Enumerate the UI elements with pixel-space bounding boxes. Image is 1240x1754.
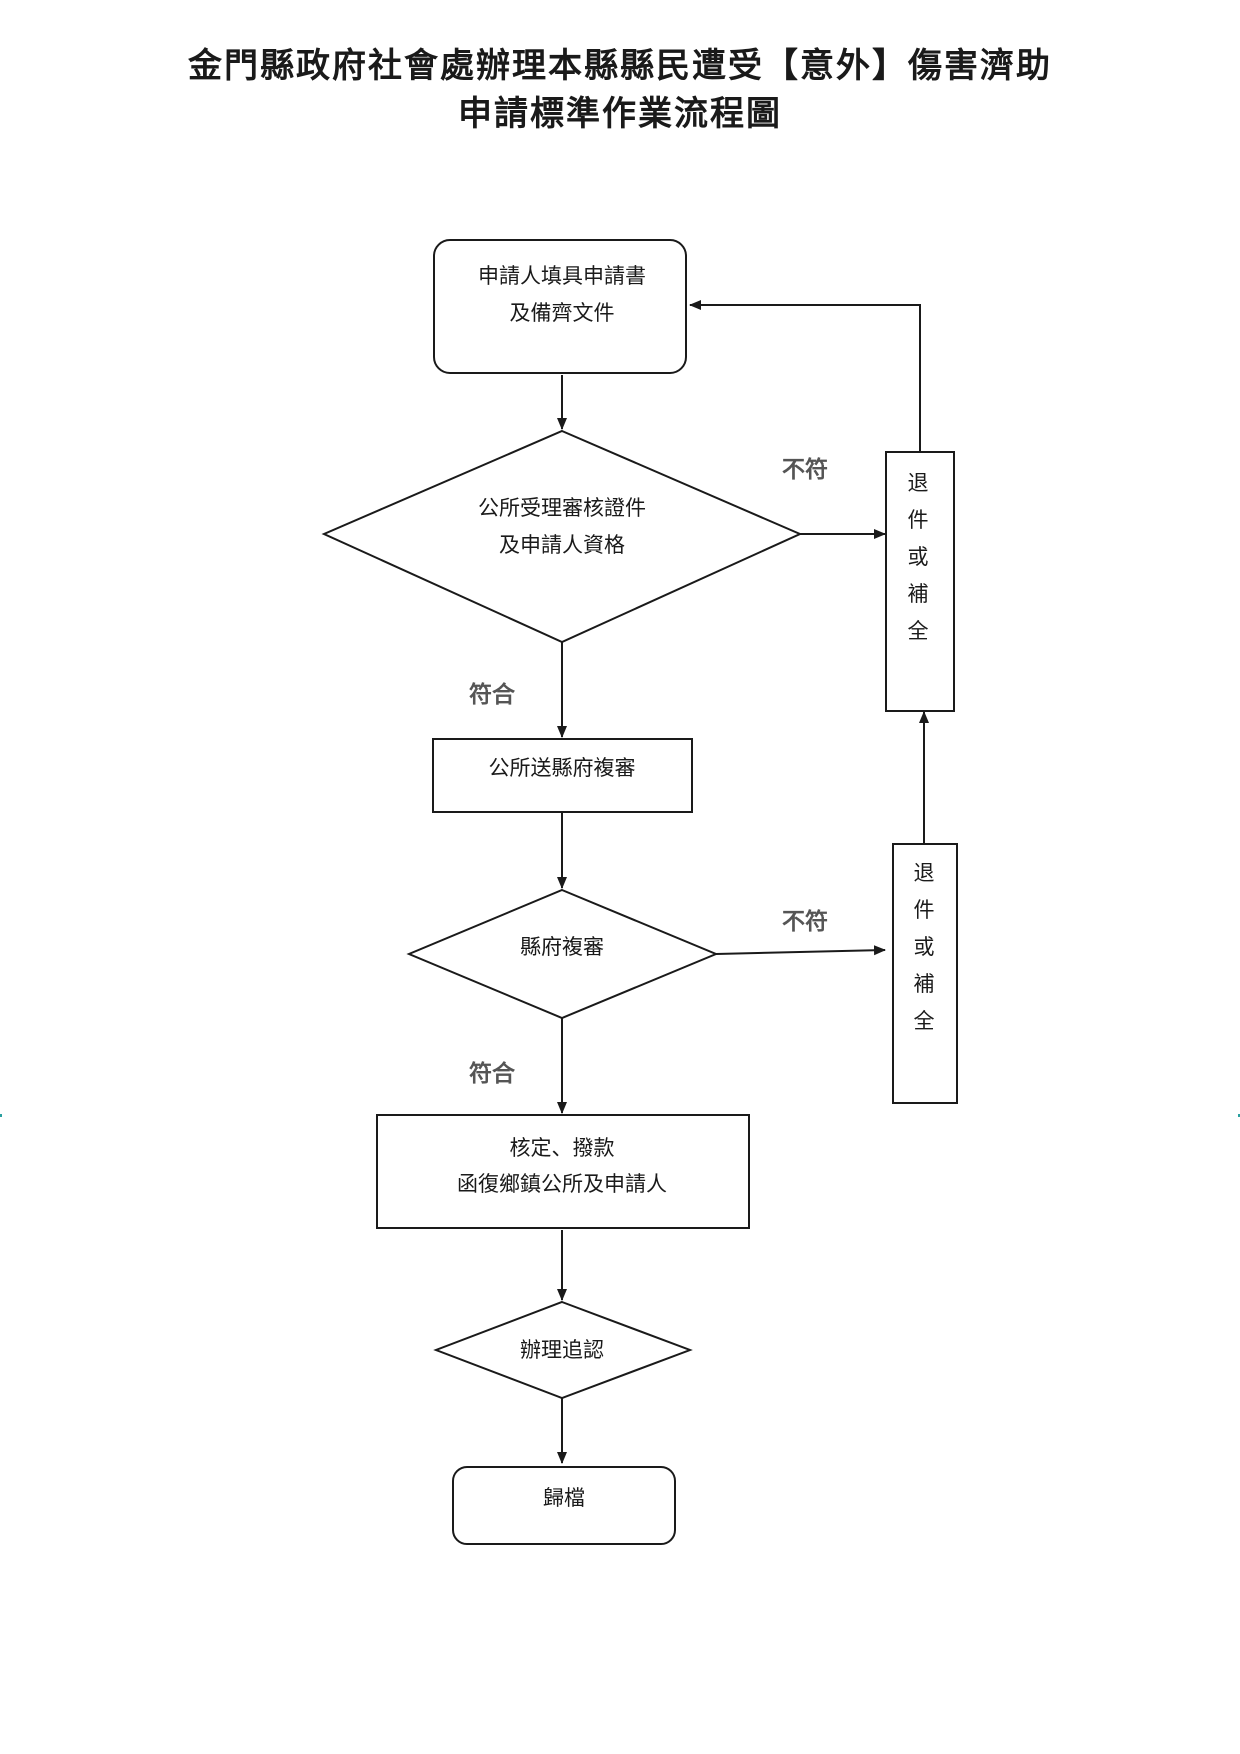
edge-label-fail: 不符 [782, 456, 828, 483]
decision-diamond [321, 429, 803, 644]
return-box [892, 843, 958, 1104]
process-box [376, 1114, 750, 1229]
node-text: 件 [908, 508, 929, 532]
node-text: 核定、撥款 [510, 1136, 615, 1160]
return-box [885, 451, 955, 712]
flow-node-return1: 退 件 或 補 全 [885, 451, 955, 712]
node-text: 退 [914, 861, 935, 885]
flow-node-follow-up: 辦理追認 [433, 1300, 693, 1400]
scan-edge-mark [1238, 1114, 1240, 1117]
flow-node-archive: 歸檔 [452, 1466, 676, 1545]
end-box [452, 1466, 676, 1545]
decision-diamond [433, 1300, 693, 1400]
edges [557, 300, 929, 1464]
page-subtitle: 申請標準作業流程圖 [458, 94, 782, 134]
node-text: 補 [908, 582, 929, 606]
edge-return1-to-start [689, 300, 921, 452]
flow-node-approve: 核定、撥款 函復鄉鎮公所及申請人 [376, 1114, 750, 1229]
node-text: 或 [914, 935, 935, 959]
flow-node-start: 申請人填具申請書 及備齊文件 [433, 239, 687, 374]
scan-edge-mark [0, 1114, 2, 1117]
node-text: 退 [908, 471, 929, 495]
node-text: 公所送縣府複審 [489, 756, 636, 780]
edge-county-fail [715, 945, 886, 956]
page-title: 金門縣政府社會處辦理本縣縣民遭受【意外】傷害濟助 [188, 46, 1052, 86]
node-text: 件 [914, 898, 935, 922]
flow-node-county-review: 縣府複審 [406, 888, 719, 1020]
node-text: 補 [914, 972, 935, 996]
edge-label-pass: 符合 [469, 681, 516, 708]
node-text: 全 [914, 1009, 935, 1033]
node-text: 函復鄉鎮公所及申請人 [457, 1172, 667, 1196]
flow-node-return2: 退 件 或 補 全 [892, 843, 958, 1104]
node-text: 或 [908, 545, 929, 569]
process-box [432, 738, 693, 813]
edge-label-pass: 符合 [469, 1060, 516, 1087]
node-text: 全 [908, 619, 929, 643]
decision-diamond [406, 888, 719, 1020]
start-box [433, 239, 687, 374]
flow-node-send-county: 公所送縣府複審 [432, 738, 693, 813]
node-text: 公所受理審核證件 [478, 496, 646, 520]
node-text: 縣府複審 [520, 935, 604, 959]
node-text: 辦理追認 [520, 1338, 604, 1362]
node-text: 及申請人資格 [499, 533, 625, 557]
node-text: 及備齊文件 [510, 301, 615, 325]
node-text: 申請人填具申請書 [478, 264, 646, 288]
edge-label-fail: 不符 [782, 908, 828, 935]
node-text: 歸檔 [543, 1486, 585, 1510]
flow-node-town-review: 公所受理審核證件 及申請人資格 [321, 429, 803, 644]
